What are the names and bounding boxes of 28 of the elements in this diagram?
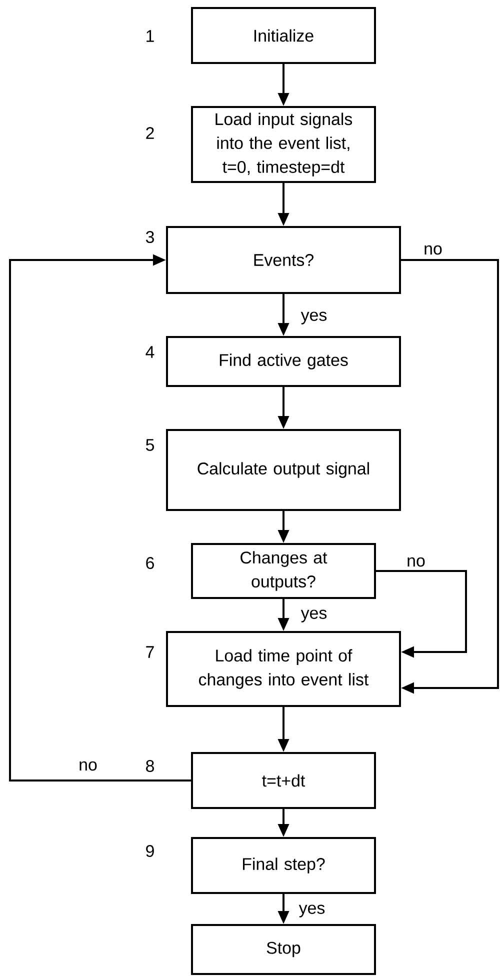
edge-label: yes <box>300 312 327 324</box>
process-box: Final step? <box>191 837 376 894</box>
process-box: Events? <box>166 226 401 294</box>
process-box: t=t+dt <box>191 752 376 809</box>
step-number: 2 <box>146 127 154 139</box>
process-box: Stop <box>191 924 376 975</box>
arrow <box>401 259 499 694</box>
process-box: Load time point of changes into event list <box>166 631 401 707</box>
edge-label: yes <box>300 610 327 622</box>
step-number: 5 <box>146 439 154 451</box>
process-box: Find active gates <box>166 336 401 387</box>
process-box: Changes at outputs? <box>191 543 376 599</box>
process-box: Initialize <box>191 7 376 64</box>
step-number: 7 <box>146 646 154 658</box>
edge-label: yes <box>298 904 325 918</box>
process-box: Load input signals into the event list, t=0, timestep=dt <box>191 106 376 183</box>
step-number: 6 <box>146 557 154 569</box>
step-number: 1 <box>146 30 154 42</box>
arrow <box>9 254 191 782</box>
step-number: 3 <box>146 231 154 243</box>
process-box: Calculate output signal <box>166 429 401 511</box>
step-number: 4 <box>146 346 154 358</box>
edge-label: no <box>80 761 97 771</box>
step-number: 8 <box>146 760 154 772</box>
edge-label: no <box>408 557 425 567</box>
arrow <box>376 570 467 658</box>
step-number: 9 <box>146 845 154 857</box>
edge-label: no <box>424 245 442 255</box>
